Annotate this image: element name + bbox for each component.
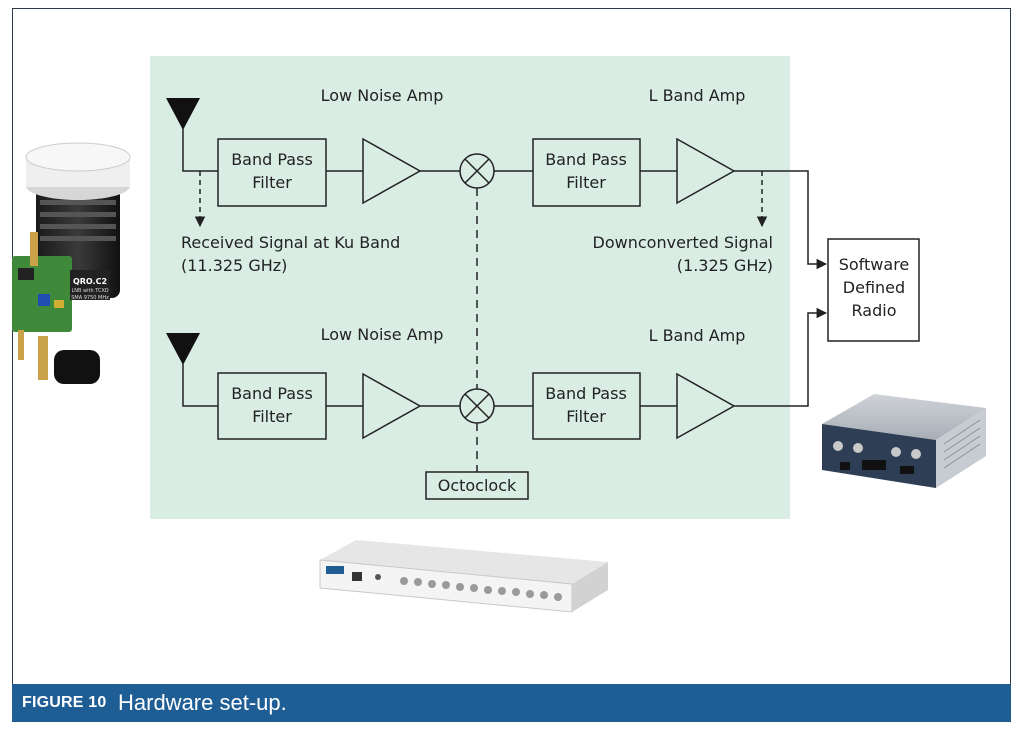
bpf-top-1-line1: Band Pass [231,150,313,169]
figure-caption: Hardware set-up. [118,690,287,715]
bpf-top-1-line2: Filter [252,173,292,192]
caption-bar: FIGURE 10 Hardware set-up. [12,684,1011,722]
lna-label-bottom: Low Noise Amp [321,325,444,344]
bpf-bottom-1-line1: Band Pass [231,384,313,403]
bpf-bottom-2-line2: Filter [566,407,606,426]
sdr-box [827,238,920,342]
bpf-top-2-line1: Band Pass [545,150,627,169]
sdr-line2: Defined [843,278,905,297]
amplifier-icon-bottom-lband [676,372,736,440]
lband-label-bottom: L Band Amp [649,326,746,345]
bandpass-filter-top-1 [217,138,327,207]
lband-label-top: L Band Amp [649,86,746,105]
bandpass-filter-top-2 [532,138,641,207]
sdr-line1: Software [839,255,910,274]
octoclock-label: Octoclock [438,476,517,495]
amplifier-icon-top-lna [362,137,422,205]
lnb-text-3: SMA 9750 MHz [71,295,109,301]
amplifier-icon-top-lband [676,137,736,205]
lnb-photo: QRO.C2 LNB with TCXO SMA 9750 MHz [12,142,131,384]
diagram-panel [150,56,790,519]
lna-label-top: Low Noise Amp [321,86,444,105]
octoclock-box [425,471,529,500]
received-signal-line2: (11.325 GHz) [181,256,287,275]
bpf-bottom-1-line2: Filter [252,407,292,426]
bpf-top-2-line2: Filter [566,173,606,192]
lnb-text-1: QRO.C2 [73,277,107,286]
wire-top-to-sdr [734,170,828,270]
antenna-icon-top [166,98,200,130]
antenna-icon-bottom [166,333,200,365]
wire-bottom-antenna [182,363,218,407]
downconverted-signal-line1: Downconverted Signal [593,233,773,252]
sdr-device-photo [822,394,986,488]
downconverted-signal-line2: (1.325 GHz) [677,256,773,275]
wire-bottom-to-sdr [734,307,828,407]
figure-label: FIGURE 10 [22,694,107,711]
wire-top-antenna [182,128,218,172]
sdr-line3: Radio [852,301,897,320]
amplifier-icon-bottom-lna [362,372,422,440]
lnb-text-2: LNB with TCXO [71,288,108,294]
bpf-bottom-2-line1: Band Pass [545,384,627,403]
octoclock-device-photo [319,540,608,613]
received-signal-line1: Received Signal at Ku Band [181,233,400,252]
